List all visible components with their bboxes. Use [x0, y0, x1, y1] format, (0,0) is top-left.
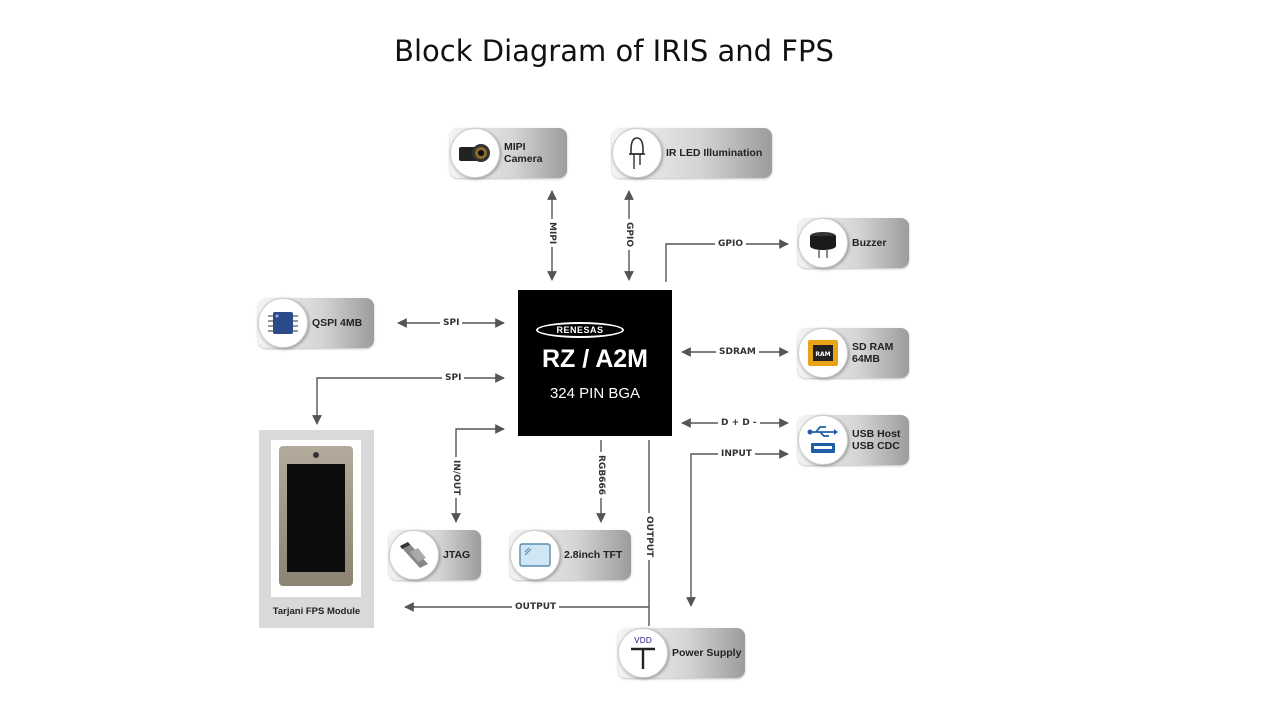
- label-spi-fps: SPI: [442, 373, 465, 384]
- block-tft: 2.8inch TFT: [510, 530, 631, 580]
- display-icon: [510, 530, 560, 580]
- wire-input: [686, 449, 789, 607]
- sdram-line2: 64MB: [852, 353, 881, 365]
- block-usb: USB Host USB CDC: [798, 415, 909, 465]
- label-sdram: SDRAM: [716, 347, 759, 358]
- label-gpio-ir: GPIO: [623, 219, 634, 250]
- jtag-cable-icon: [389, 530, 439, 580]
- label-mipi: MIPI: [546, 219, 557, 248]
- label-rgb: RGB666: [595, 452, 606, 498]
- ram-chip-icon: RAM: [798, 328, 848, 378]
- camera-icon: [450, 128, 500, 178]
- block-label: Power Supply: [672, 647, 742, 659]
- processor-package: 324 PIN BGA: [549, 385, 641, 402]
- block-jtag: JTAG: [389, 530, 481, 580]
- block-ir-led: IR LED Illumination: [612, 128, 772, 178]
- processor-model: RZ / A2M: [541, 345, 649, 373]
- usb-line2: USB CDC: [852, 440, 900, 452]
- label-output-power: OUTPUT: [643, 513, 654, 561]
- block-qspi: QSPI 4MB: [258, 298, 374, 348]
- block-label: QSPI 4MB: [312, 317, 363, 329]
- led-icon: [612, 128, 662, 178]
- buzzer-icon: [798, 218, 848, 268]
- diagram-title: Block Diagram of IRIS and FPS: [394, 34, 834, 68]
- processor-chip: RENESAS RZ / A2M 324 PIN BGA: [518, 290, 672, 436]
- block-mipi-camera: MIPI Camera: [450, 128, 567, 178]
- block-sdram: RAM SD RAM 64MB: [798, 328, 909, 378]
- label-input: INPUT: [718, 449, 755, 460]
- block-label: 2.8inch TFT: [564, 549, 623, 561]
- label-usb: D + D -: [718, 418, 760, 429]
- block-label: Tarjani FPS Module: [272, 606, 361, 617]
- ram-chip-text: RAM: [815, 351, 830, 358]
- label-gpio-buzzer: GPIO: [715, 239, 746, 250]
- flash-chip-icon: [258, 298, 308, 348]
- wire-gpio-buzzer: [665, 239, 789, 282]
- wire-spi-fps: [312, 373, 505, 425]
- label-spi-qspi: SPI: [440, 318, 463, 329]
- block-label: SD RAM 64MB: [852, 328, 893, 378]
- block-label: USB Host USB CDC: [852, 415, 900, 465]
- vdd-text: VDD: [634, 636, 652, 645]
- block-label: MIPI Camera: [504, 141, 543, 165]
- block-buzzer: Buzzer: [798, 218, 909, 268]
- block-label: IR LED Illumination: [666, 147, 763, 159]
- label-jtag: IN/OUT: [450, 457, 461, 499]
- wire-jtag: [451, 424, 505, 523]
- sdram-line1: SD RAM: [852, 341, 894, 353]
- renesas-logo: RENESAS: [536, 322, 624, 338]
- usb-icon: [798, 415, 848, 465]
- vdd-icon: VDD: [618, 628, 668, 678]
- label-output-fps: OUTPUT: [512, 602, 560, 613]
- usb-line1: USB Host: [852, 428, 901, 440]
- block-label: Buzzer: [852, 237, 887, 249]
- fingerprint-sensor-image: [271, 440, 361, 597]
- block-label: JTAG: [443, 549, 471, 561]
- block-power-supply: VDD Power Supply: [618, 628, 745, 678]
- block-fps-module: Tarjani FPS Module: [259, 430, 374, 628]
